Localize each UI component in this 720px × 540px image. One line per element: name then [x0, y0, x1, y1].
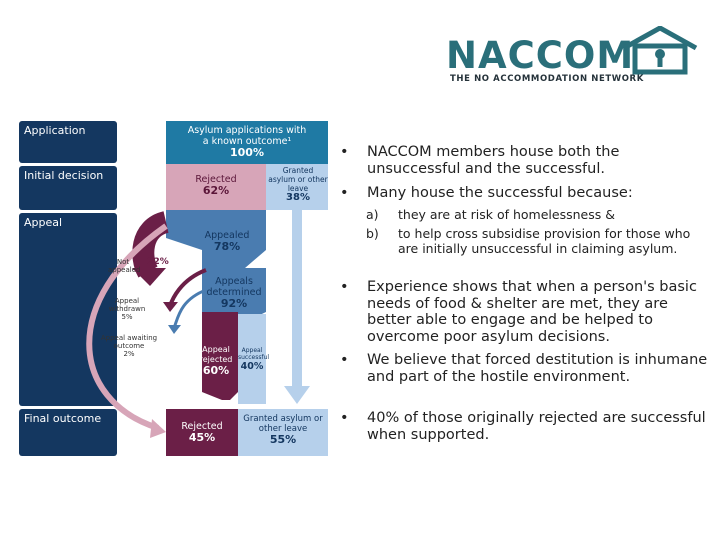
rejected-to-final-arrow [86, 223, 168, 431]
bullet-marker: • [340, 185, 349, 201]
applications-pct: 100% [230, 146, 264, 159]
stage-final-outcome: Final outcome [19, 409, 117, 456]
sub-item-a-text: they are at risk of homelessness & [398, 207, 615, 222]
appeal-awaiting-pct: 2% [123, 350, 135, 358]
not-appealed-pct: 22% [147, 257, 169, 267]
appeal-successful-pct: 40% [240, 361, 264, 372]
appeals-determined-pct: 92% [220, 297, 248, 310]
bullet-marker: • [340, 352, 349, 368]
appeal-withdrawn-box: Appeal withdrawn 5% [100, 297, 154, 321]
stage-appeal: Appeal [19, 213, 117, 406]
stage-label: Appeal [24, 216, 63, 229]
granted-initial-pct: 38% [286, 192, 310, 203]
appeal-rejected-pct: 60% [202, 364, 230, 377]
bullet-marker: • [340, 144, 349, 160]
appeals-determined-shape [202, 268, 266, 322]
applications-box: Asylum applications with a known outcome… [166, 125, 328, 158]
appeals-determined-label: Appeals determined [206, 276, 262, 298]
final-rejected-label: Rejected [181, 421, 223, 432]
house-keyhole-icon [622, 26, 698, 75]
appeal-awaiting-label: Appeal awaiting outcome [100, 334, 158, 350]
applications-shape [166, 121, 328, 164]
bullet-marker: • [340, 410, 349, 426]
logo-tagline: THE NO ACCOMMODATION NETWORK [450, 74, 644, 84]
stage-label: Application [24, 124, 86, 137]
rejected-initial-box: Rejected 62% [166, 174, 266, 196]
appeal-successful-box: Appeal successful 40% [238, 347, 270, 372]
rejected-initial-label: Rejected [195, 174, 237, 185]
appeal-successful-label: Appeal successful [238, 347, 270, 361]
rejected-initial-shape [166, 164, 266, 210]
stage-application: Application [19, 121, 117, 163]
applications-label: Asylum applications with a known outcome… [187, 125, 307, 147]
final-rejected-box: Rejected 45% [166, 421, 238, 443]
final-granted-shape [238, 409, 328, 456]
bullet-3-text: Experience shows that when a person's ba… [367, 279, 697, 345]
granted-down-arrowhead [284, 386, 310, 404]
appeal-withdrawn-arrowhead [163, 302, 178, 312]
granted-initial-box: Granted asylum or other leave 38% [268, 166, 328, 203]
sub-item-b-text: to help cross subsidise provision for th… [398, 226, 691, 256]
stage-label: Final outcome [24, 412, 102, 425]
appealed-shape [166, 210, 266, 268]
sub-item-a-label: a) [366, 207, 379, 222]
appeals-determined-box: Appeals determined 92% [202, 276, 266, 309]
final-granted-label: Granted asylum or other leave [243, 414, 323, 434]
rejected-to-final-arrowhead [150, 419, 166, 438]
final-granted-box: Granted asylum or other leave 55% [238, 414, 328, 445]
final-granted-pct: 55% [269, 433, 297, 446]
final-rejected-pct: 45% [188, 431, 216, 444]
not-appealed-label: Not appealed [108, 258, 141, 274]
bullet-4-text: We believe that forced destitution is in… [367, 352, 708, 385]
bullet-marker: • [340, 279, 349, 295]
bullet-2-text: Many house the successful because: [367, 185, 633, 201]
granted-down-arrow [292, 210, 302, 388]
rejected-initial-pct: 62% [202, 184, 230, 197]
appeal-withdrawn-pct: 5% [121, 313, 133, 321]
appeal-rejected-shape [202, 312, 238, 400]
granted-initial-shape [266, 164, 328, 210]
naccom-logo: NACCOM THE NO ACCOMMODATION NETWORK [446, 26, 704, 88]
appeal-withdrawn-label: Appeal withdrawn [108, 297, 146, 313]
appealed-pct: 78% [213, 240, 241, 253]
appeal-rejected-box: Appeal rejected 60% [196, 345, 236, 376]
appeal-rejected-label: Appeal rejected [199, 345, 233, 364]
stage-label: Initial decision [24, 169, 104, 182]
final-rejected-shape [166, 409, 238, 456]
sub-item-b-label: b) [366, 226, 379, 241]
appealed-box: Appealed 78% [196, 230, 258, 252]
bullet-1-text: NACCOM members house both the unsuccessf… [367, 144, 620, 177]
not-appealed-arrowhead [132, 268, 166, 286]
appealed-label: Appealed [204, 230, 250, 241]
stage-initial-decision: Initial decision [19, 166, 117, 210]
bullet-5-text: 40% of those originally rejected are suc… [367, 410, 706, 443]
appeal-successful-shape [238, 314, 266, 404]
logo-wordmark: NACCOM [446, 34, 635, 77]
granted-initial-label: Granted asylum or other leave [268, 166, 328, 193]
appeal-awaiting-arrowhead [168, 325, 181, 334]
appeal-awaiting-box: Appeal awaiting outcome 2% [100, 334, 158, 358]
